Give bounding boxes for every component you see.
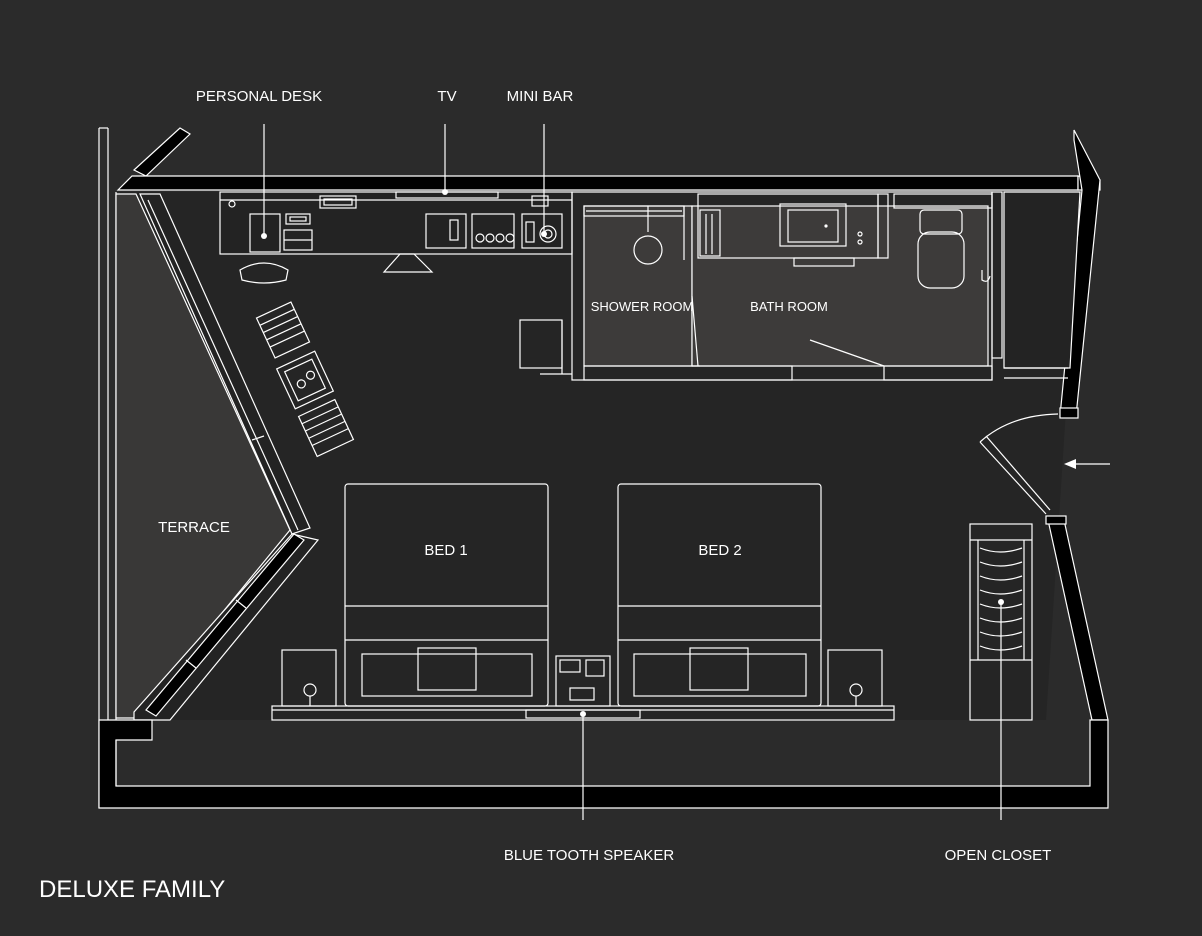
cup-tray xyxy=(471,213,515,249)
label-bed-2: BED 2 xyxy=(698,542,741,559)
left-outer-wall xyxy=(98,127,117,808)
label-blue-tooth-speaker: BLUE TOOTH SPEAKER xyxy=(504,847,674,864)
toilet-handle xyxy=(981,270,991,282)
label-shower-room: SHOWER ROOM xyxy=(591,299,694,314)
top-left-window-frame xyxy=(132,127,191,177)
towel-rack xyxy=(699,209,721,257)
callout-leaders xyxy=(261,124,1004,820)
bath-room xyxy=(691,205,989,367)
bed-1 xyxy=(344,483,549,707)
bathroom-threshold-left xyxy=(583,365,793,381)
nightstand-left xyxy=(281,649,337,707)
open-closet xyxy=(969,523,1033,721)
shower-room xyxy=(583,205,693,367)
desk-chair xyxy=(239,262,289,284)
niche xyxy=(1003,191,1081,369)
power-strip xyxy=(319,195,357,209)
tv-stand xyxy=(382,253,434,273)
sink-icon xyxy=(779,203,847,247)
bottom-wall xyxy=(98,719,1109,809)
right-wall-lower xyxy=(1047,519,1109,721)
label-bath-room: BATH ROOM xyxy=(750,299,828,314)
arrow-left-icon xyxy=(1064,459,1110,469)
label-open-closet: OPEN CLOSET xyxy=(945,847,1052,864)
terrace-wall-black xyxy=(145,533,305,717)
cups xyxy=(475,233,515,243)
desk-lamp-icon xyxy=(228,200,236,208)
label-tv: TV xyxy=(437,88,456,105)
desk-counter xyxy=(219,191,573,255)
center-console xyxy=(555,655,611,707)
lamp-icon xyxy=(303,683,317,706)
door-jamb-top xyxy=(1059,407,1079,419)
minibar-unit xyxy=(521,213,563,249)
nightstand-right xyxy=(827,649,883,707)
coffee-machine xyxy=(425,213,467,249)
lounge-chair-lower xyxy=(297,398,355,458)
top-wall xyxy=(116,175,1079,191)
desk-tray xyxy=(285,213,311,225)
label-bed-1: BED 1 xyxy=(424,542,467,559)
entrance-door xyxy=(979,413,1059,515)
bathroom-threshold-right xyxy=(883,365,993,381)
shower-icon xyxy=(633,235,663,265)
lounge-chair-upper xyxy=(255,301,311,359)
page-title: DELUXE FAMILY xyxy=(39,876,225,903)
label-personal-desk: PERSONAL DESK xyxy=(196,88,322,105)
label-terrace: TERRACE xyxy=(158,519,230,536)
bathroom-closet xyxy=(991,191,1003,359)
toilet-icon xyxy=(917,209,965,289)
lamp-icon-right xyxy=(849,683,863,706)
desk-laptop xyxy=(249,213,281,253)
door-jamb-bottom xyxy=(1045,515,1067,525)
terrace-glass-wall-upper xyxy=(139,193,311,535)
label-mini-bar: MINI BAR xyxy=(507,88,574,105)
side-table xyxy=(275,350,335,410)
